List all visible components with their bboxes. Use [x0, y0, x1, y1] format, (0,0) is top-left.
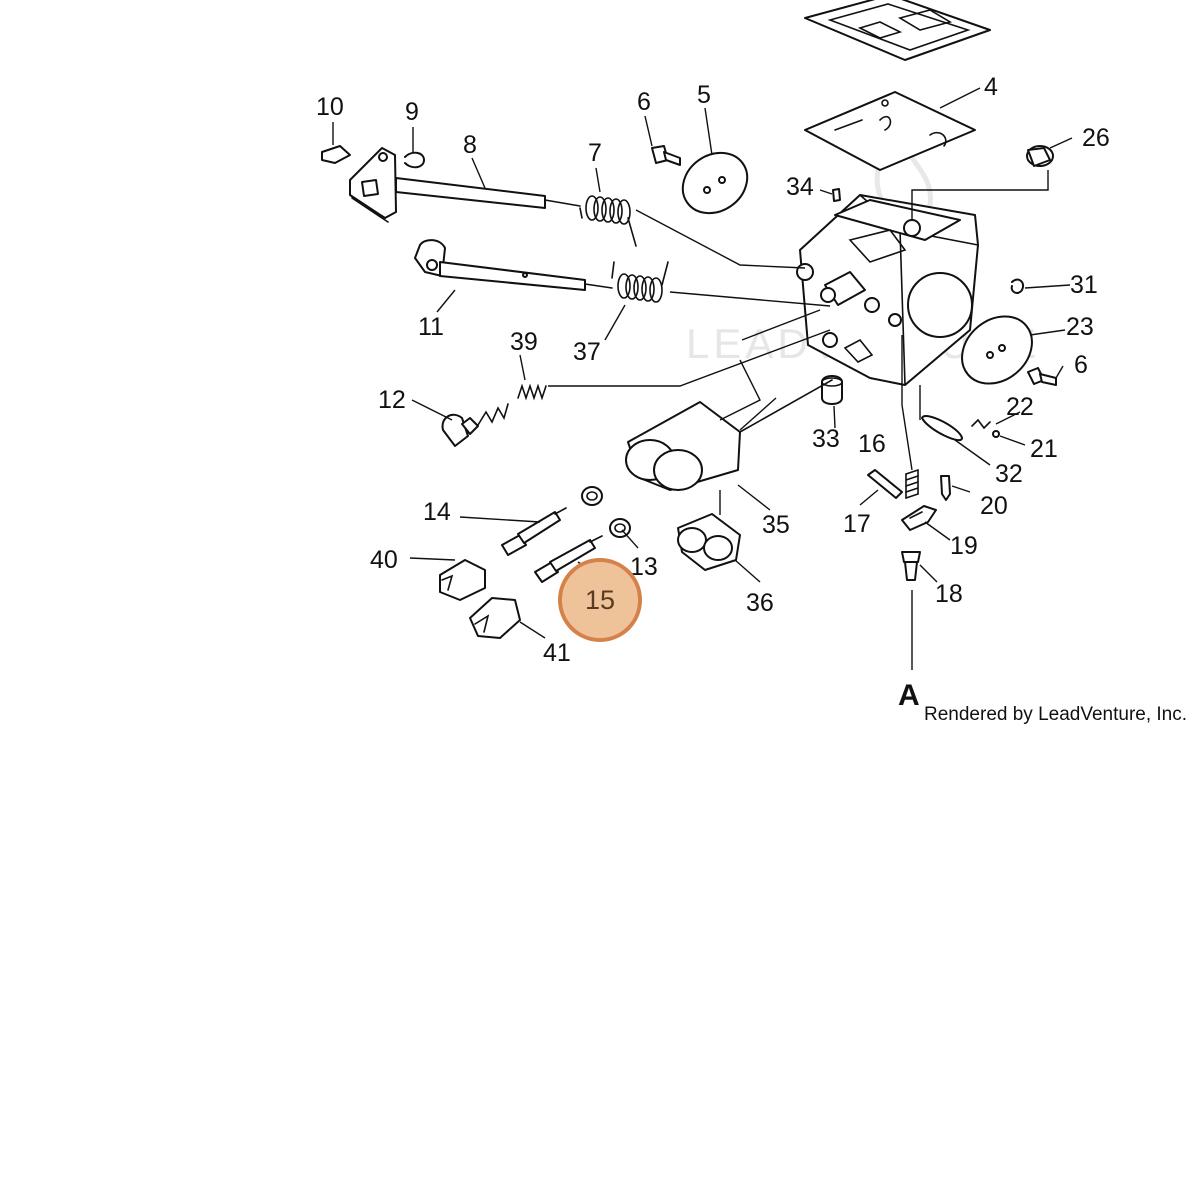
- callout-5: 5: [697, 81, 711, 109]
- highlight-callout-15[interactable]: 15: [558, 558, 642, 642]
- limiter-cap-part[interactable]: [1026, 145, 1054, 167]
- low-speed-needle-part[interactable]: [534, 535, 603, 583]
- screw-upper-part[interactable]: [651, 145, 681, 166]
- gasket-ring-part[interactable]: [921, 415, 963, 441]
- callout-37: 37: [573, 338, 601, 366]
- needle-ball-part[interactable]: [992, 430, 1000, 438]
- high-speed-needle-part[interactable]: [501, 507, 567, 556]
- callout-9: 9: [405, 98, 419, 126]
- highlight-label: 15: [585, 585, 615, 615]
- callout-16: 16: [858, 430, 886, 458]
- callout-18: 18: [935, 580, 963, 608]
- inlet-needle-spring-part[interactable]: [905, 469, 919, 499]
- callout-4: 4: [984, 73, 998, 101]
- callout-26: 26: [1082, 124, 1110, 152]
- callout-35: 35: [762, 511, 790, 539]
- choke-lever-part[interactable]: [321, 145, 351, 164]
- lever-pin-part[interactable]: [867, 469, 903, 499]
- torsion-spring-upper-part[interactable]: [579, 195, 637, 247]
- metering-lever-part[interactable]: [901, 505, 937, 531]
- callout-39: 39: [510, 328, 538, 356]
- callout-23: 23: [1066, 313, 1094, 341]
- callout-21: 21: [1030, 435, 1058, 463]
- top-gasket-part[interactable]: [804, 0, 991, 61]
- callout-41: 41: [543, 639, 571, 667]
- idle-adjust-screw-part[interactable]: [441, 403, 509, 447]
- callout-11: 11: [418, 313, 444, 341]
- diaphragm-plate-part[interactable]: [804, 91, 976, 171]
- callout-22: 22: [1006, 393, 1034, 421]
- retaining-clip-part[interactable]: [1010, 278, 1024, 294]
- highlight-marker[interactable]: [558, 558, 642, 642]
- screw-lower-part[interactable]: [1027, 367, 1057, 386]
- bushing-pair-part[interactable]: [677, 513, 741, 571]
- leader-lines: [332, 87, 1073, 670]
- callout-10: 10: [316, 93, 344, 121]
- metering-diaphragm-part[interactable]: [949, 303, 1046, 398]
- carburetor-body-part[interactable]: [796, 194, 979, 386]
- callout-6-upper: 6: [637, 88, 651, 116]
- callout-7: 7: [588, 139, 602, 167]
- reference-label-a: A: [898, 679, 920, 712]
- torsion-spring-lower-part[interactable]: [611, 261, 669, 303]
- callout-31: 31: [1070, 271, 1098, 299]
- pump-diaphragm-part[interactable]: [671, 141, 759, 226]
- limiter-cap-41-part[interactable]: [469, 597, 521, 639]
- inlet-needle-part[interactable]: [940, 475, 951, 501]
- callout-20: 20: [980, 492, 1008, 520]
- callout-6-lower: 6: [1074, 351, 1088, 379]
- o-ring-lower-part[interactable]: [609, 518, 631, 538]
- o-ring-upper-part[interactable]: [581, 486, 603, 506]
- needle-part[interactable]: [971, 418, 991, 430]
- callout-36: 36: [746, 589, 774, 617]
- choke-shaft-part[interactable]: [349, 147, 581, 223]
- callout-8: 8: [463, 131, 477, 159]
- shaft-clip-part[interactable]: [404, 151, 425, 169]
- callout-14: 14: [423, 498, 451, 526]
- idle-screw-spring-part[interactable]: [517, 383, 547, 401]
- callout-33: 33: [812, 425, 840, 453]
- callout-34: 34: [786, 173, 814, 201]
- callout-12: 12: [378, 386, 406, 414]
- pin-part[interactable]: [832, 188, 841, 202]
- throttle-shaft-part[interactable]: [414, 239, 613, 291]
- lever-screw-part[interactable]: [901, 551, 921, 581]
- callout-40: 40: [370, 546, 398, 574]
- callout-17: 17: [843, 510, 871, 538]
- venturi-insert-part[interactable]: [625, 379, 833, 491]
- credit-text: Rendered by LeadVenture, Inc.: [924, 704, 1187, 725]
- limiter-cap-40-part[interactable]: [439, 559, 486, 601]
- callout-32: 32: [995, 460, 1023, 488]
- callout-19: 19: [950, 532, 978, 560]
